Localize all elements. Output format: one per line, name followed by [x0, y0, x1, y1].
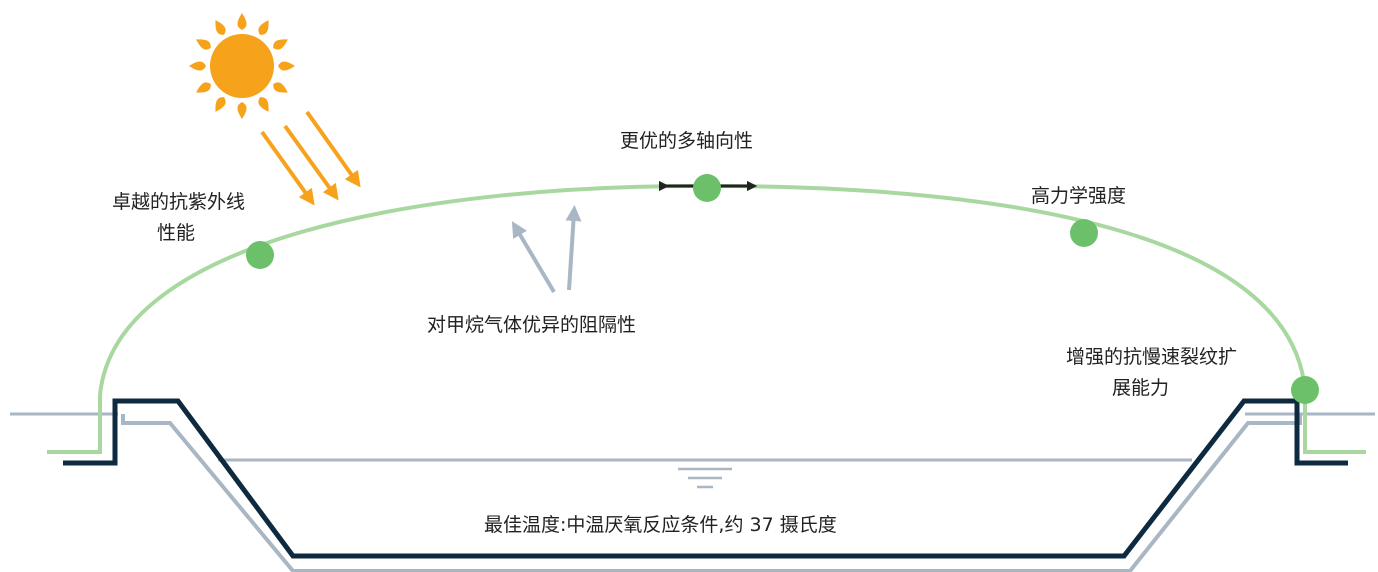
label-uv-line2: 性能 [157, 222, 195, 244]
label-uv-line1: 卓越的抗紫外线 [112, 191, 245, 213]
label-barrier: 对甲烷气体优异的阻隔性 [427, 314, 636, 336]
label-crack-line1: 增强的抗慢速裂纹扩 [1066, 346, 1237, 368]
gas-arrow [511, 221, 556, 294]
membrane-dome [47, 183, 1366, 454]
point-uv [246, 241, 274, 269]
sun-icon [189, 13, 295, 119]
point-strength [1070, 219, 1098, 247]
sun-ray-arrow [305, 110, 361, 188]
water-level-symbol [678, 467, 732, 489]
sun-ray-arrow [283, 124, 339, 201]
gas-arrows [511, 205, 582, 294]
label-strength: 高力学强度 [1031, 185, 1126, 207]
pit-outer-outline [121, 414, 1302, 572]
label-crack-line2: 展能力 [1112, 377, 1169, 399]
label-temperature: 最佳温度:中温厌氧反应条件,约 37 摄氏度 [484, 514, 837, 536]
pit-liner [63, 398, 1348, 559]
point-multiaxial [693, 174, 721, 202]
sun-rays [260, 110, 361, 206]
gas-arrow [565, 205, 582, 291]
sun-ray-arrow [260, 130, 315, 206]
label-multiaxial: 更优的多轴向性 [620, 130, 753, 152]
point-crack [1291, 376, 1319, 404]
